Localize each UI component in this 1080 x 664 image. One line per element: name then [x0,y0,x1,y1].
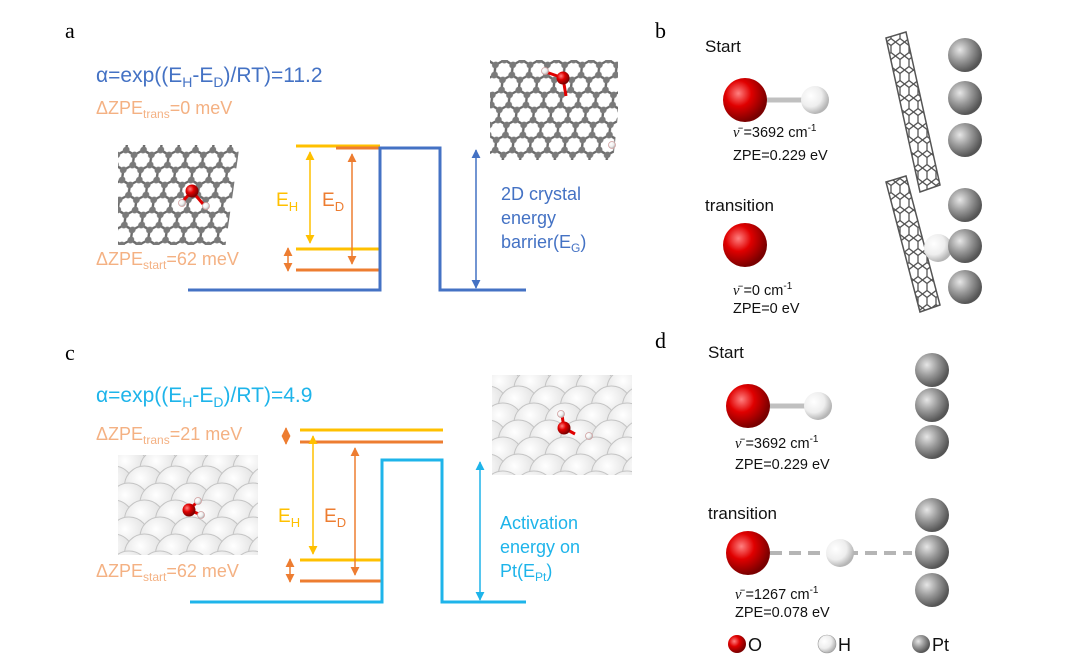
pt-atom-icon [948,229,982,263]
panel-d: d Start ν̄ =3692 cm-1 ZPE=0.229 eV trans… [655,328,949,621]
panel-c: c α=exp((EH-ED)/RT)=4.9 ΔZPEtrans=21 meV [65,335,632,604]
pt-surface-atom [492,470,516,475]
panel-d-start-zpe: ZPE=0.229 eV [735,457,830,473]
pt-surface-atom [118,532,119,542]
panel-c-letter: c [65,340,75,365]
panel-a-transition-lattice-image [490,60,618,160]
pt-surface-atom [492,452,493,462]
pt-atom-icon [915,535,949,569]
panel-d-start-title: Start [708,343,744,362]
panel-c-pt-transition-image [452,335,632,511]
pt-atom-icon [915,498,949,532]
water-molecule-icon [541,67,616,149]
panel-a-ed-label: ED [322,190,344,214]
pt-surface-atom [622,375,632,376]
pt-surface-atom [240,550,258,555]
panel-a-zpe-trans: ΔZPEtrans=0 meV [96,98,232,121]
panel-c-barrier-label-2: energy on [500,537,580,557]
oxygen-atom-icon [723,223,767,267]
pt-surface-atom [591,375,601,376]
pt-surface-atom [529,375,539,376]
panel-a-graphene-lattice-image [118,145,240,245]
hydrogen-atom-icon [826,539,854,567]
panel-a-barrier-label-3: barrier(EG) [501,232,586,255]
panel-c-alpha-equation: α=exp((EH-ED)/RT)=4.9 [96,384,312,410]
pt-surface-atom [118,464,119,474]
pt-surface-atom [147,550,173,555]
pt-atom-icon [915,573,949,607]
panel-b-transition-zpe: ZPE=0 eV [733,301,800,317]
hydrogen-atom-icon [804,392,832,420]
water-molecule-icon [178,184,210,210]
graphene-sheet-icon [885,175,941,313]
pt-surface-atom [118,498,119,508]
oxygen-atom-icon [723,78,767,122]
panel-b-letter: b [655,18,666,43]
panel-c-pt-surface-image [118,455,258,555]
atom-legend: O H Pt [728,634,949,655]
panel-d-transition-zpe: ZPE=0.078 eV [735,605,830,621]
pt-legend-icon [912,635,930,653]
water-molecule-icon [182,497,205,519]
legend-label-h: H [838,635,851,655]
panel-a-zpe-start: ΔZPEstart=62 meV [96,249,239,272]
pt-surface-atom [492,384,493,394]
panel-d-transition-frequency: ν̄ =1267 cm-1 [735,585,819,603]
pt-atom-icon [948,81,982,115]
panel-b-transition-title: transition [705,196,774,215]
pt-surface-atom [560,375,570,376]
pt-surface-atom [583,470,609,475]
pt-atom-icon [915,388,949,422]
panel-b-transition-frequency: ν̄ =0 cm-1 [733,281,793,299]
water-molecule-icon [557,410,593,440]
pt-surface-atom [614,470,632,475]
pt-surface-atom [209,550,235,555]
panel-a-eh-label: EH [276,190,298,214]
pt-surface-atom [178,550,204,555]
pt-atom-icon [915,353,949,387]
pt-surface-atom [492,418,493,428]
panel-c-barrier-profile [190,458,526,604]
legend-label-o: O [748,635,762,655]
panel-a-barrier-profile [188,146,526,292]
panel-b-start-frequency: ν̄ =3692 cm-1 [733,123,817,141]
oxygen-legend-icon [728,635,746,653]
panel-d-start-frequency: ν̄ =3692 cm-1 [735,434,819,452]
hydrogen-legend-icon [817,634,837,654]
hydrogen-atom-icon [801,86,829,114]
panel-c-zpe-start: ΔZPEstart=62 meV [96,561,239,584]
pt-surface-atom [552,470,578,475]
panel-b: b Start ν̄ =3692 cm-1 ZPE=0.229 eV trans… [655,18,982,317]
pt-atom-icon [915,425,949,459]
pt-atom-icon [948,123,982,157]
panel-a: a α=exp((EH-ED)/RT)=11.2 ΔZPEtrans=0 meV [65,18,618,292]
legend-label-pt: Pt [932,635,949,655]
panel-d-letter: d [655,328,666,353]
pt-atom-icon [948,188,982,222]
oxygen-atom-icon [726,531,770,575]
pt-surface-atom [498,375,508,376]
pt-surface-atom [452,335,492,375]
pt-atom-icon [948,38,982,72]
pt-surface-atom [118,550,142,555]
pt-atom-icon [948,270,982,304]
pt-surface-atom [521,470,547,475]
panel-d-transition-title: transition [708,504,777,523]
graphene-sheet-icon [885,31,941,193]
oxygen-atom-icon [726,384,770,428]
pt-surface-atom [452,471,492,511]
panel-c-zpe-trans: ΔZPEtrans=21 meV [96,424,242,447]
panel-c-barrier-label-1: Activation [500,513,578,533]
panel-c-eh-label: EH [278,506,300,530]
panel-a-letter: a [65,18,75,43]
panel-c-ed-label: ED [324,506,346,530]
panel-a-barrier-label-2: energy [501,208,556,228]
panel-b-start-title: Start [705,37,741,56]
panel-a-alpha-equation: α=exp((EH-ED)/RT)=11.2 [96,64,323,90]
panel-b-start-zpe: ZPE=0.229 eV [733,148,828,164]
panel-a-barrier-label-1: 2D crystal [501,184,581,204]
panel-c-barrier-label-3: Pt(EPt) [500,561,552,584]
hydrogen-atom-icon [924,234,952,262]
